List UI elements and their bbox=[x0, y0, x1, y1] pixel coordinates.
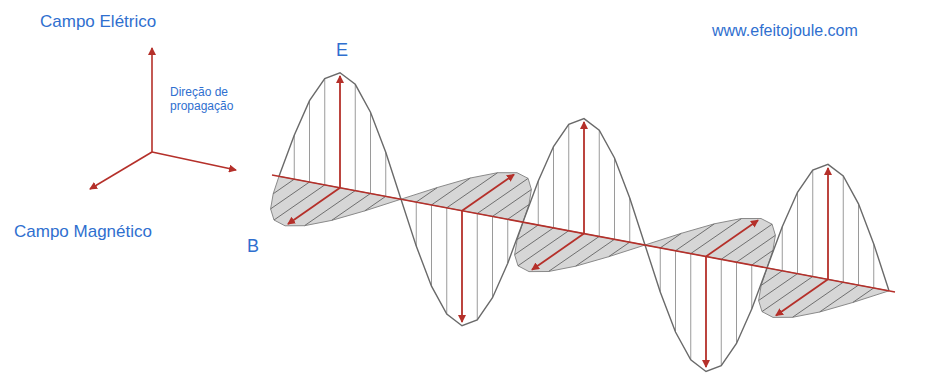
watermark: www.efeitojoule.com bbox=[712, 22, 858, 40]
axis-label: Campo Elétrico bbox=[40, 12, 156, 32]
propagation-axis bbox=[152, 152, 236, 170]
electric-field-wave bbox=[279, 73, 889, 372]
magnetic-hatch bbox=[271, 173, 874, 318]
axis-system bbox=[90, 48, 236, 189]
magnetic-axis bbox=[90, 152, 152, 189]
field-letter: E bbox=[336, 40, 348, 61]
field-letter: B bbox=[247, 236, 259, 257]
electric-field-lines bbox=[294, 79, 874, 366]
axis-label: Direção de propagação bbox=[170, 86, 260, 114]
field-vectors bbox=[288, 76, 828, 367]
axis-label: Campo Magnético bbox=[14, 222, 152, 242]
electric-axis bbox=[151, 48, 153, 152]
